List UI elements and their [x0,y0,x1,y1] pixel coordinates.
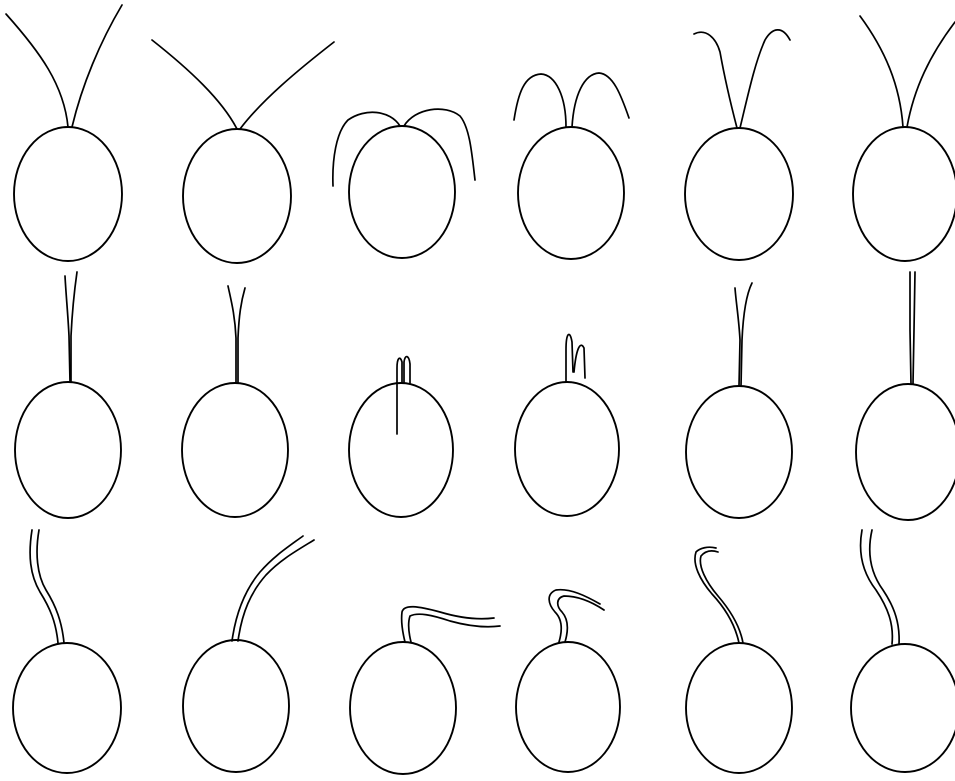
flagellum [65,276,70,382]
flagellum [740,30,790,128]
cell-body [853,127,955,261]
flagellum [402,607,494,642]
cell-r3-c2 [183,536,314,772]
flagellum [700,551,743,643]
cell-body [349,126,455,258]
cell-body [349,383,453,517]
flagellum [238,288,245,383]
flagellum [860,16,903,127]
cell-body [515,382,619,516]
flagellum [566,334,573,382]
row-1 [6,5,955,263]
flagellum [238,540,314,641]
cell-r2-c4 [515,334,619,516]
flagellum [514,74,566,127]
flagellum [861,530,893,644]
flagellum [240,42,334,129]
flagellum [735,288,740,386]
cell-body [685,128,793,260]
cell-r3-c3 [350,607,500,774]
row-3 [13,530,955,774]
flagellum [6,14,68,127]
flagellum [152,40,237,129]
flagellum [907,22,955,127]
flagellum [71,272,77,382]
cell-r3-c4 [516,590,620,772]
flagellum [333,112,400,186]
cell-r3-c6 [851,530,955,772]
cell-body [183,129,291,263]
cell-r3-c1 [13,530,121,773]
flagellum [37,530,64,643]
cell-body [182,383,288,517]
cell-r1-c2 [152,40,334,263]
flagellum [913,272,915,384]
cell-r1-c1 [6,5,122,261]
cell-r2-c5 [686,283,792,518]
cell-body [516,642,620,772]
cell-body [856,384,955,520]
flagellum [404,357,410,383]
cell-body [686,386,792,518]
cell-r2-c3 [349,357,453,517]
cell-body [13,643,121,773]
cell-r1-c4 [514,73,629,259]
flagellum [228,286,236,383]
cell-body [518,127,624,259]
flagellum [694,32,737,128]
flagellum [574,345,585,378]
cell-r3-c5 [686,547,792,773]
flagellum [741,283,752,386]
flagellum [572,73,629,127]
flagellum [910,272,911,384]
cell-r1-c3 [333,109,475,258]
cell-r2-c6 [856,272,955,520]
cell-r1-c5 [685,30,793,260]
cell-body [686,643,792,773]
flagellum [72,5,122,127]
cell-body [851,644,955,772]
cell-r2-c2 [182,286,288,517]
flagellum [397,358,402,434]
flagellum [232,536,303,641]
cell-r1-c6 [853,16,955,261]
cell-body [350,642,456,774]
cell-body [183,640,289,772]
row-2 [15,272,955,520]
cell-body [14,127,122,261]
cell-body [15,382,121,518]
cell-r2-c1 [15,272,121,518]
